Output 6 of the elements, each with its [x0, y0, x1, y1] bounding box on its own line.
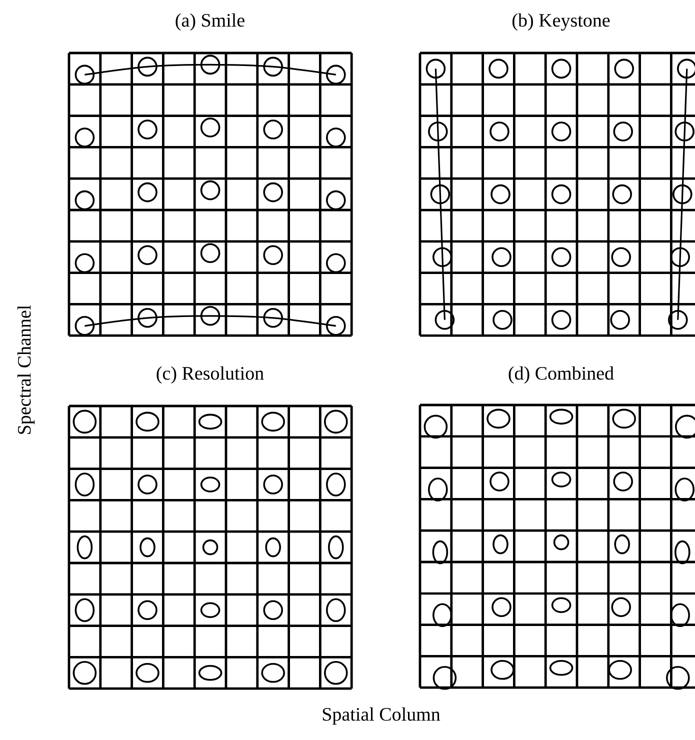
panel-title: (a) Smile: [176, 13, 244, 31]
panel-title: (b) Keystone: [512, 13, 610, 31]
panel-title: (d) Combined: [508, 366, 614, 384]
axis-label: Spatial Column: [322, 707, 440, 725]
axis-label: Spectral Channel: [17, 305, 35, 434]
panel-title: (c) Resolution: [156, 366, 264, 384]
